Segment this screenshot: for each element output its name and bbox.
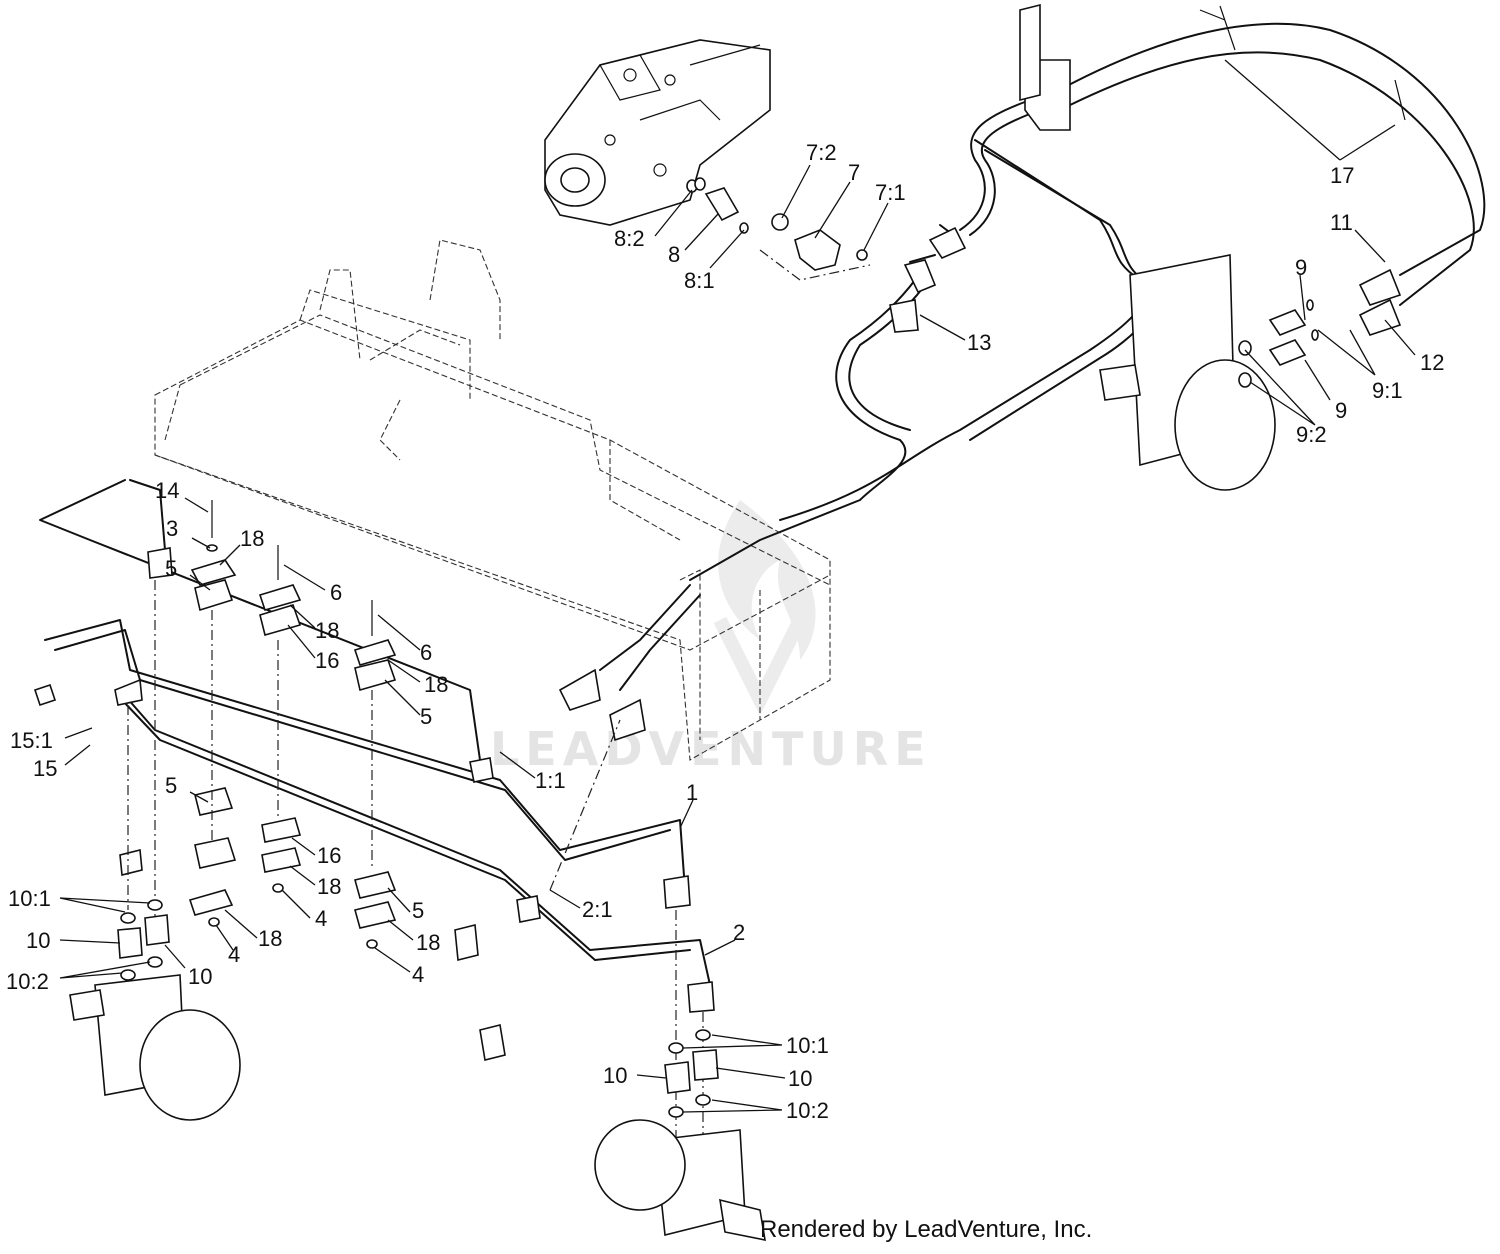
callout-4-c: 4 (412, 962, 424, 987)
hose-clamp-block (1019, 3, 1071, 131)
chassis-frame (154, 239, 831, 761)
hose-fittings-13 (889, 226, 967, 333)
hydraulic-pump (544, 39, 771, 226)
fitting-8 (686, 177, 749, 234)
callout-15: 15 (33, 756, 57, 781)
callout-17: 17 (1330, 163, 1354, 188)
callout-9-bottom: 9 (1335, 398, 1347, 423)
callout-8: 8 (668, 242, 680, 267)
callout-11: 11 (1330, 210, 1353, 235)
callout-6-b: 6 (420, 640, 432, 665)
callout-1-1: 1:1 (535, 768, 566, 793)
callout-7: 7 (848, 160, 860, 185)
tube-1 (39, 479, 691, 909)
callout-13: 13 (967, 330, 991, 355)
callout-9-top: 9 (1295, 255, 1307, 280)
left-wheel-motor (69, 899, 241, 1121)
callout-3: 3 (166, 516, 178, 541)
callout-5-c: 5 (165, 773, 177, 798)
callout-2-1: 2:1 (582, 897, 613, 922)
callout-labels: 7:2 7 7:1 8:2 8 8:1 17 11 12 9 9 9:1 9:2… (6, 140, 1444, 1123)
callout-5-d: 5 (412, 898, 424, 923)
leadventure-watermark: LEADVENTURE (490, 500, 932, 776)
callout-18-a: 18 (240, 526, 264, 551)
callout-2: 2 (733, 920, 745, 945)
callout-14: 14 (155, 478, 179, 503)
callout-5-b: 5 (420, 704, 432, 729)
watermark-text: LEADVENTURE (490, 722, 932, 776)
callout-10-1-right: 10:1 (786, 1033, 829, 1058)
callout-10-right-b: 10 (788, 1066, 812, 1091)
leader-lines (59, 59, 1416, 1113)
callout-15-1: 15:1 (10, 728, 53, 753)
callout-18-d: 18 (317, 874, 341, 899)
callout-8-2: 8:2 (614, 226, 645, 251)
callout-7-2: 7:2 (806, 140, 837, 165)
hydraulic-lines (599, 5, 1486, 691)
callout-4-b: 4 (228, 942, 240, 967)
tube-2 (119, 689, 715, 1013)
callout-10-left-a: 10 (26, 928, 50, 953)
callout-16-a: 16 (315, 648, 339, 673)
callout-7-1: 7:1 (875, 180, 906, 205)
callout-18-c: 18 (424, 672, 448, 697)
callout-10-right-a: 10 (603, 1063, 627, 1088)
elbow-fitting-7 (771, 213, 868, 271)
rear-wheel-motor (594, 1029, 766, 1242)
callout-4-a: 4 (315, 906, 327, 931)
callout-6-a: 6 (330, 580, 342, 605)
callout-18-b: 18 (315, 618, 339, 643)
callout-12: 12 (1420, 350, 1444, 375)
callout-18-f: 18 (416, 930, 440, 955)
callout-16-b: 16 (317, 843, 341, 868)
callout-5-a: 5 (165, 556, 177, 581)
callout-1: 1 (686, 780, 698, 805)
callout-10-2-right: 10:2 (786, 1098, 829, 1123)
callout-8-1: 8:1 (684, 268, 715, 293)
bracket-fittings (33, 668, 646, 1061)
right-wheel-motor (1099, 254, 1402, 491)
callout-10-1-left: 10:1 (8, 886, 51, 911)
render-credit: Rendered by LeadVenture, Inc. (760, 1216, 1093, 1243)
callout-9-2: 9:2 (1296, 422, 1327, 447)
callout-10-2-left: 10:2 (6, 969, 49, 994)
callout-9-1: 9:1 (1372, 378, 1403, 403)
clamp-hardware (188, 500, 397, 949)
callout-10-left-b: 10 (188, 964, 212, 989)
callout-18-e: 18 (258, 926, 282, 951)
